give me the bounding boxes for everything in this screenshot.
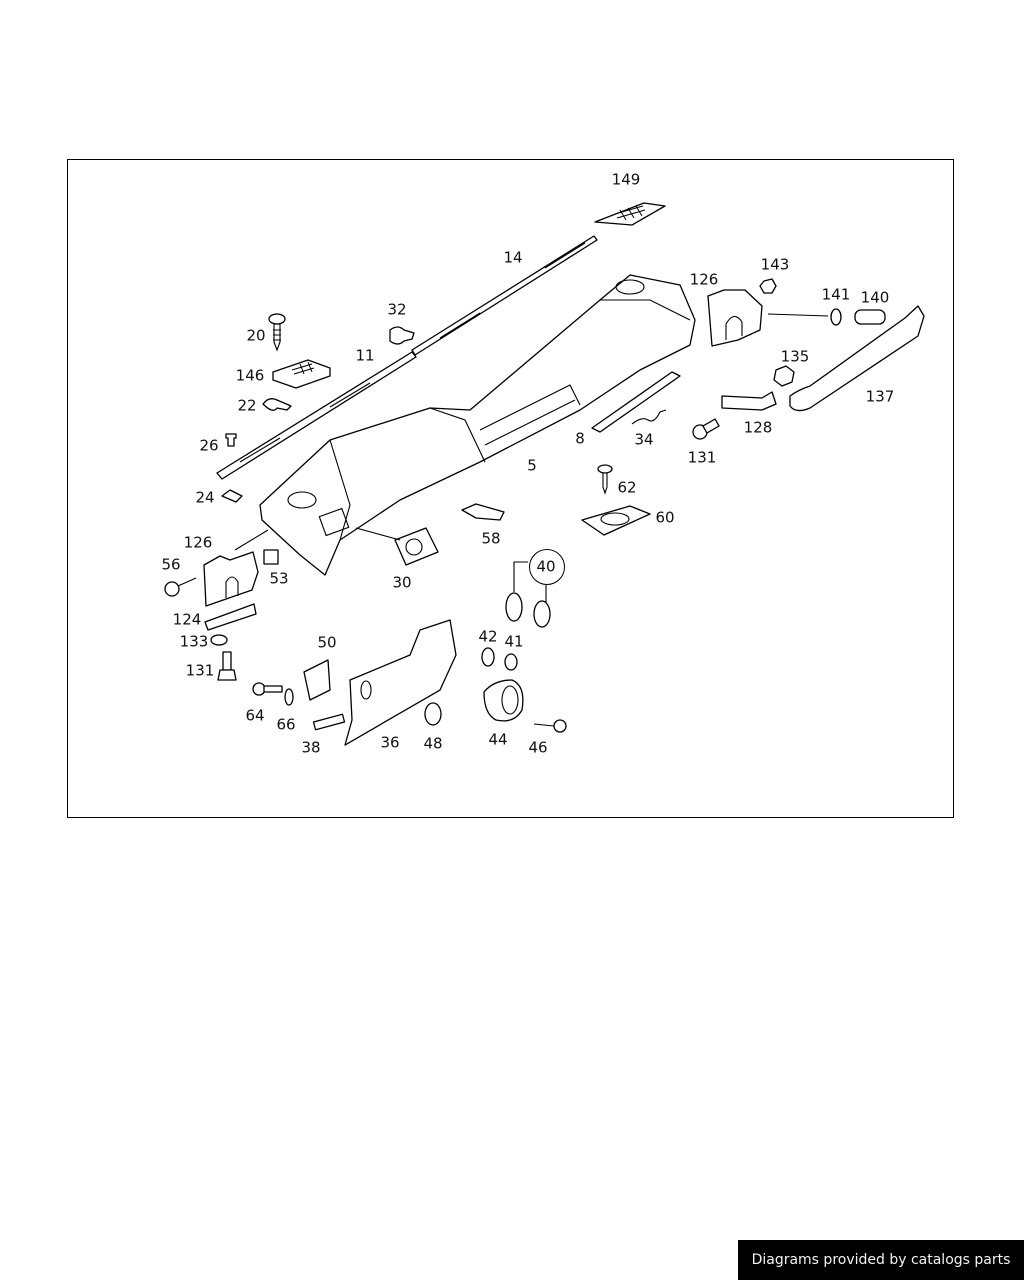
callout-24: 24 (195, 488, 215, 507)
clip-22-icon (262, 398, 292, 411)
bushing-42-icon (481, 647, 495, 667)
connector-38-icon (312, 713, 346, 731)
strip-124-icon (204, 603, 257, 631)
callout-41: 41 (504, 632, 524, 651)
callout-30: 30 (392, 573, 412, 592)
screw-56-icon (164, 577, 197, 597)
callout-140: 140 (860, 288, 890, 307)
callout-34: 34 (634, 430, 654, 449)
callout-11: 11 (355, 346, 375, 365)
callout-46: 46 (528, 738, 548, 757)
washer-141-icon (830, 308, 842, 326)
plug-48-icon (424, 702, 442, 726)
washer-133-icon (210, 634, 228, 646)
vent-grille-149-icon (594, 202, 666, 226)
screw-62-icon (597, 464, 613, 495)
housing-44-icon (483, 679, 524, 722)
callout-126-left: 126 (183, 533, 213, 552)
bracket-126-right-icon (707, 289, 829, 347)
callout-42: 42 (478, 627, 498, 646)
callout-40: 40 (536, 557, 556, 576)
callout-58: 58 (481, 529, 501, 548)
callout-131-right: 131 (687, 448, 717, 467)
screw-46-icon (533, 719, 567, 733)
callout-133: 133 (179, 632, 209, 651)
bolt-64-icon (252, 682, 283, 696)
nut-135-icon (773, 365, 795, 387)
callout-131-left: 131 (185, 661, 215, 680)
callout-143: 143 (760, 255, 790, 274)
callout-126-right: 126 (689, 270, 719, 289)
callout-128: 128 (743, 418, 773, 437)
callout-44: 44 (488, 730, 508, 749)
callout-20: 20 (246, 326, 266, 345)
callout-135: 135 (780, 347, 810, 366)
trim-strip-14-icon (411, 235, 598, 356)
gasket-60-icon (581, 505, 651, 536)
callout-141: 141 (821, 285, 851, 304)
dashboard-body-5-icon (259, 274, 696, 576)
bracket-128-icon (721, 391, 777, 411)
lower-panel-36-icon (344, 619, 457, 746)
callout-60: 60 (655, 508, 675, 527)
cover-plate-146-icon (272, 359, 331, 389)
switch-plate-30-icon (355, 527, 439, 566)
callout-22: 22 (237, 396, 257, 415)
bracket-50-icon (303, 659, 331, 701)
trim-strip-11-icon (216, 351, 417, 480)
rings-40-icon (505, 561, 551, 628)
bracket-126-left-icon (203, 529, 269, 607)
sleeve-140-icon (854, 309, 886, 325)
clip-32-icon (389, 326, 415, 345)
credit-banner: Diagrams provided by catalogs parts (738, 1240, 1024, 1280)
clip-53-icon (263, 549, 279, 565)
clip-24-icon (221, 489, 243, 503)
callout-circle-40 (529, 549, 565, 585)
screw-20-icon (268, 313, 286, 352)
callout-56: 56 (161, 555, 181, 574)
clip-58-icon (461, 503, 505, 521)
callout-5: 5 (527, 456, 537, 475)
bushing-41-icon (504, 653, 518, 671)
callout-50: 50 (317, 633, 337, 652)
grommet-26-icon (225, 433, 237, 447)
callout-137: 137 (865, 387, 895, 406)
rail-8-icon (591, 371, 681, 433)
callout-26: 26 (199, 436, 219, 455)
callout-32: 32 (387, 300, 407, 319)
spring-clip-34-icon (631, 409, 667, 425)
callout-62: 62 (617, 478, 637, 497)
clip-66-icon (284, 688, 294, 706)
nut-143-icon (759, 278, 777, 294)
credit-text: Diagrams provided by catalogs parts (751, 1252, 1011, 1268)
bolt-131-right-icon (692, 418, 720, 440)
callout-66: 66 (276, 715, 296, 734)
callout-38: 38 (301, 738, 321, 757)
callout-64: 64 (245, 706, 265, 725)
callout-146: 146 (235, 366, 265, 385)
callout-124: 124 (172, 610, 202, 629)
callout-14: 14 (503, 248, 523, 267)
callout-8: 8 (575, 429, 585, 448)
callout-36: 36 (380, 733, 400, 752)
bolt-131-left-icon (217, 651, 237, 681)
callout-149: 149 (611, 170, 641, 189)
callout-53: 53 (269, 569, 289, 588)
callout-48: 48 (423, 734, 443, 753)
grab-handle-137-icon (789, 305, 925, 412)
